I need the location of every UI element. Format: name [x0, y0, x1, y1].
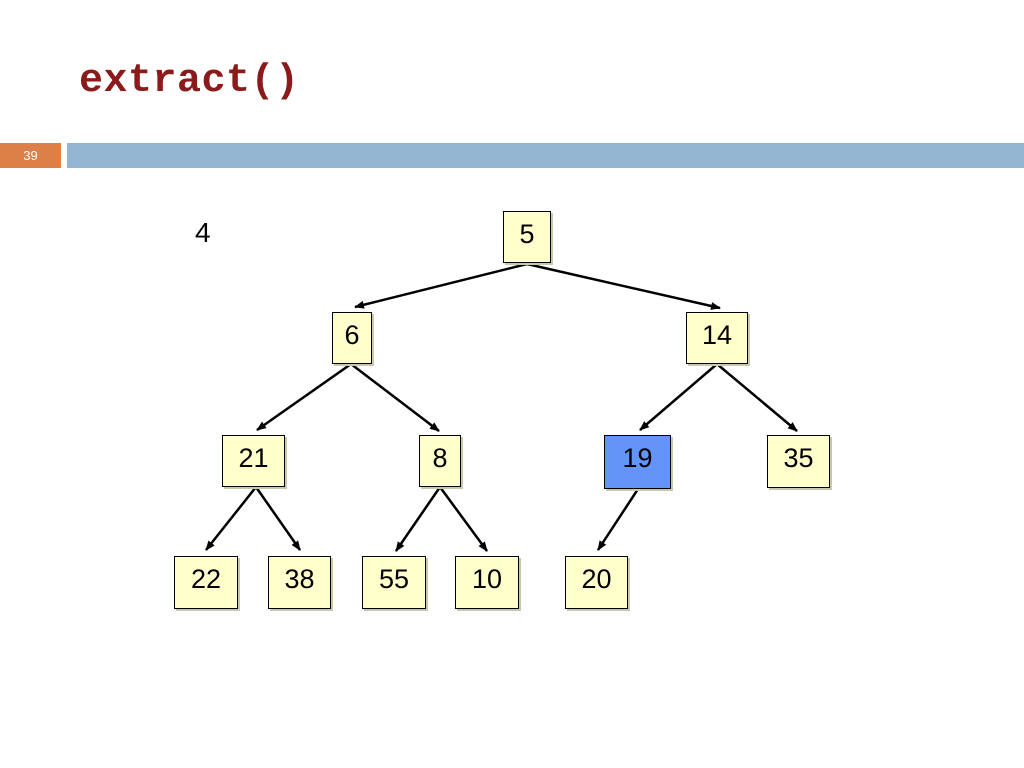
heap-node-35: 35 — [767, 435, 830, 488]
heap-node-6: 6 — [332, 312, 372, 364]
heap-node-8: 8 — [419, 435, 461, 487]
edge-5-14 — [526, 262, 721, 310]
edge-8-55 — [394, 486, 442, 552]
edge-21-38 — [254, 486, 302, 551]
edge-8-10 — [438, 486, 489, 552]
heap-node-14: 14 — [686, 312, 748, 364]
edge-21-22 — [205, 486, 257, 551]
heap-node-20: 20 — [565, 556, 628, 609]
edge-14-19 — [639, 363, 718, 431]
heap-node-22: 22 — [174, 556, 238, 609]
slide-number: 39 — [0, 143, 61, 168]
heap-node-5: 5 — [503, 211, 551, 263]
edge-6-21 — [256, 362, 352, 432]
title-divider-bar — [67, 143, 1024, 168]
extracted-value: 4 — [195, 217, 211, 248]
edge-19-20 — [596, 488, 640, 551]
edge-6-8 — [350, 363, 440, 432]
heap-node-19-highlighted: 19 — [604, 435, 671, 489]
heap-node-21: 21 — [222, 435, 285, 487]
edge-5-6 — [354, 262, 528, 309]
heap-node-55: 55 — [362, 556, 426, 609]
slide-title: extract() — [79, 59, 300, 104]
edge-14-35 — [716, 363, 798, 432]
heap-node-10: 10 — [455, 556, 519, 609]
heap-node-38: 38 — [268, 556, 331, 609]
